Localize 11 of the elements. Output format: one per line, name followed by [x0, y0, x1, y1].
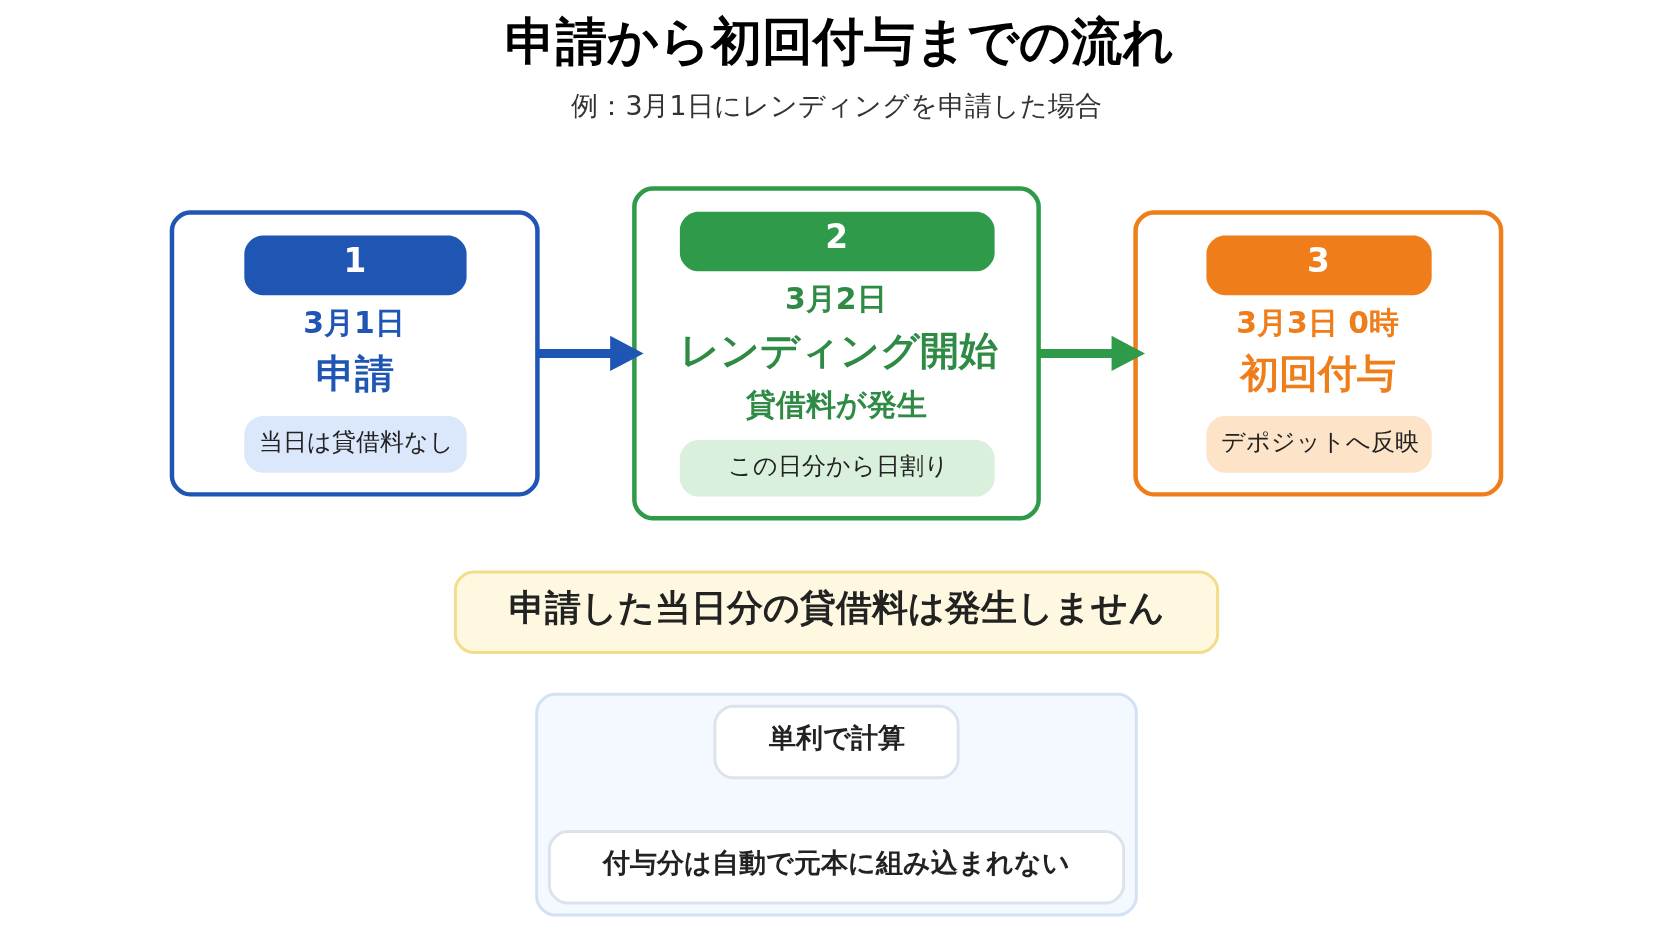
arrow	[1038, 335, 1145, 371]
node-box: 2 3月2日 レンディング開始 貸借料が発生 この日分から日割り	[631, 186, 1041, 521]
node-box: 付与分は自動で元本に組み込まれない	[547, 830, 1125, 905]
diagram-title: 申請から初回付与までの流れ	[504, 12, 1174, 72]
node-box: 単利で計算	[712, 704, 960, 780]
node-box: 3 3月3日 0時 初回付与 デポジットへ反映	[1132, 210, 1503, 497]
cluster	[534, 692, 1138, 917]
node-box: 1 3月1日 申請 当日は貸借料なし	[169, 210, 540, 497]
node-box: 申請した当日分の貸借料は発生しません	[453, 570, 1219, 654]
label: 例：3月1日にレンディングを申請した場合	[570, 89, 1102, 121]
arrow	[537, 335, 644, 371]
